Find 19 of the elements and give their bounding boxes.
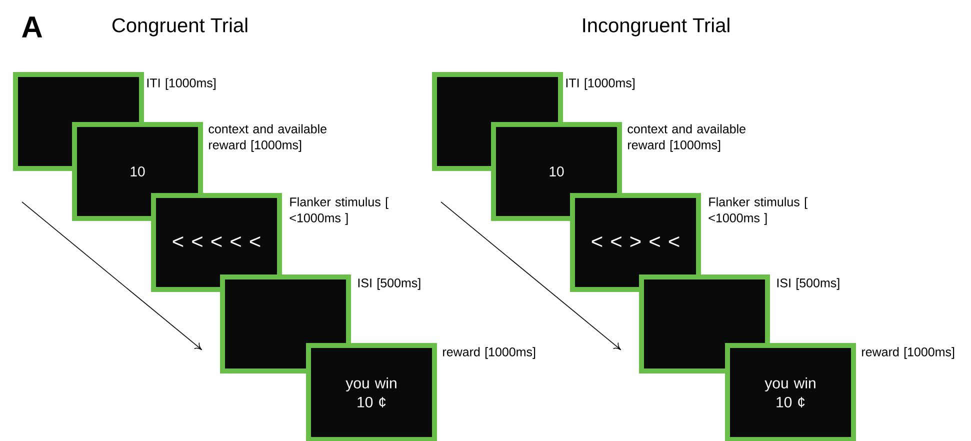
screen: 10: [491, 122, 622, 221]
duration-label: Flanker stimulus [ <1000ms ]: [290, 197, 388, 225]
duration-label: context and available reward [1000ms]: [208, 124, 326, 152]
duration-label: ITI [1000ms]: [147, 78, 216, 90]
screen: you win 10 ¢: [306, 343, 437, 441]
duration-label: reward [1000ms]: [443, 347, 536, 359]
panel-letter: A: [22, 16, 42, 38]
duration-label: reward [1000ms]: [862, 347, 954, 359]
screen: 10: [72, 122, 204, 221]
screen: you win 10 ¢: [725, 343, 856, 441]
duration-label: ISI [500ms]: [777, 278, 840, 290]
duration-label: ISI [500ms]: [358, 278, 420, 290]
panel-title: Congruent Trial: [112, 18, 248, 36]
duration-label: ITI [1000ms]: [566, 78, 634, 90]
panel-title: Incongruent Trial: [583, 18, 730, 36]
screen: < < < < <: [151, 193, 282, 292]
screen: < < > < <: [570, 193, 701, 292]
duration-label: Flanker stimulus [ <1000ms ]: [708, 197, 808, 225]
duration-label: context and available reward [1000ms]: [628, 124, 746, 152]
